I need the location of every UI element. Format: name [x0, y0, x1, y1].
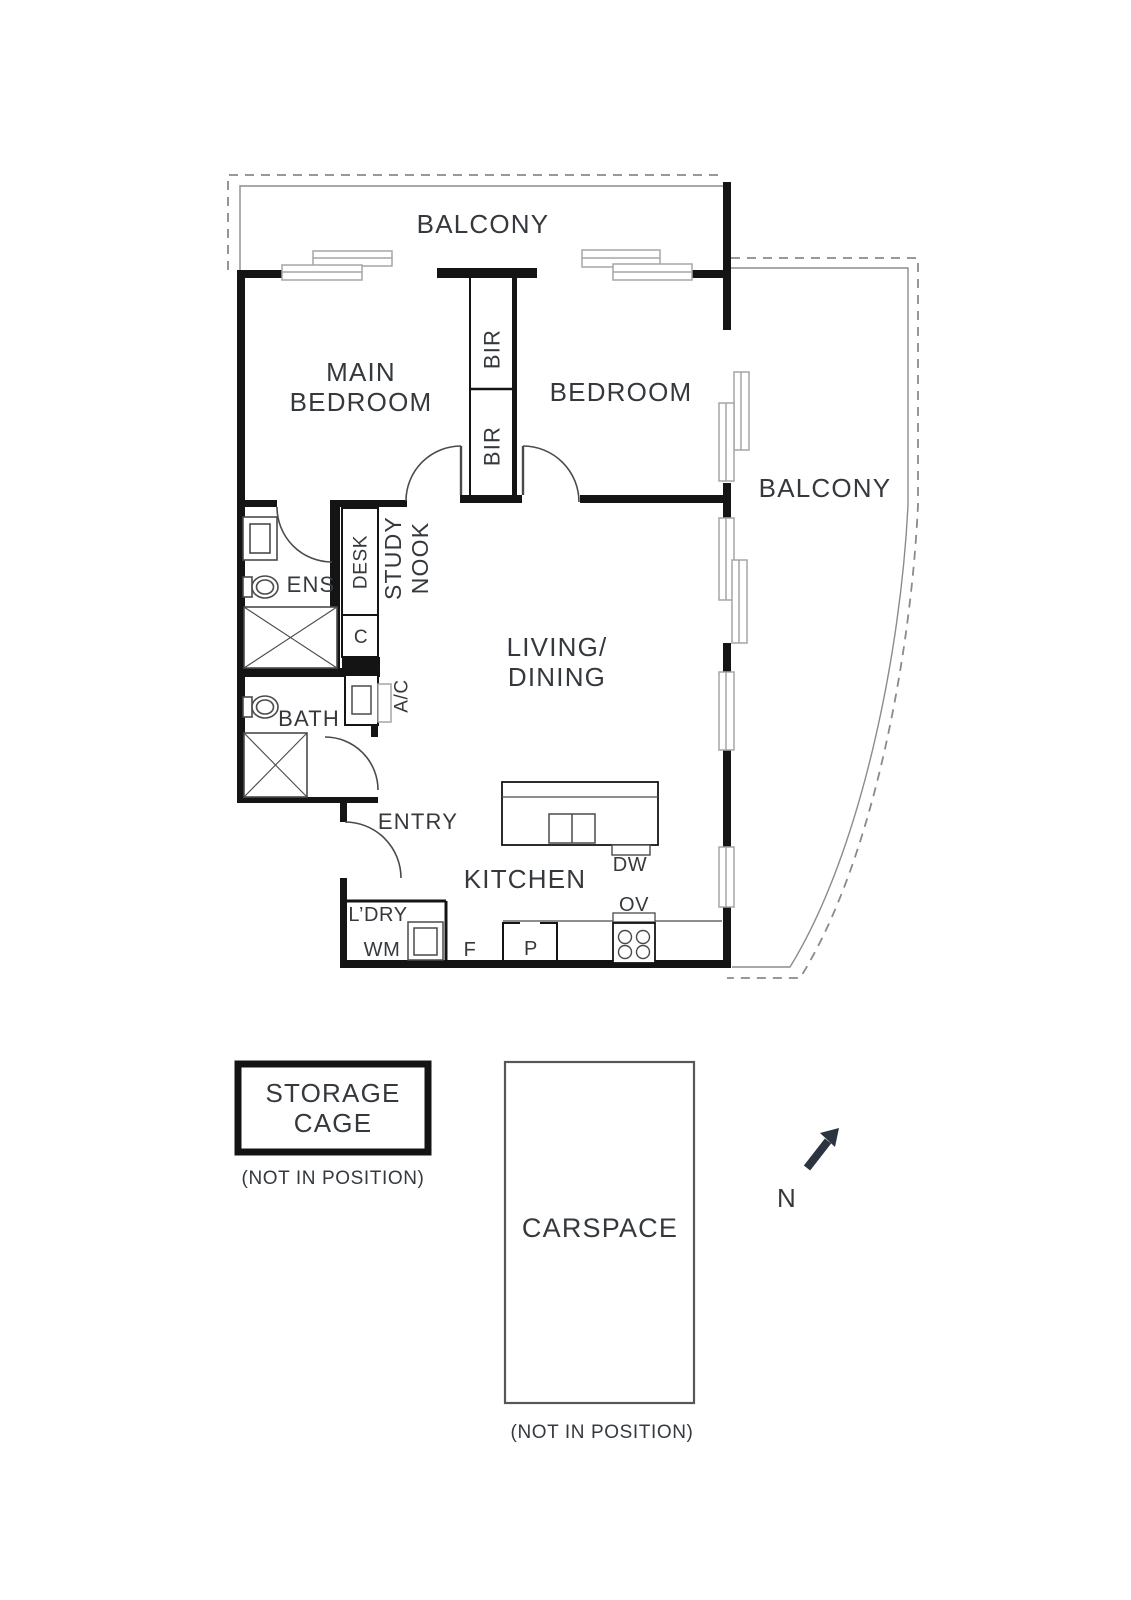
- label-balcony-top: BALCONY: [417, 209, 550, 239]
- wall-laundry-left: [340, 878, 347, 968]
- sliding-door-top-left: [281, 250, 393, 281]
- wall-stub-below-ac: [371, 724, 378, 737]
- wall-ens-bath-divider: [237, 668, 380, 677]
- dishwasher-box: [611, 844, 651, 856]
- sliding-door-top-right: [581, 249, 693, 281]
- label-desk: DESK: [351, 535, 372, 589]
- label-study: STUDY: [380, 516, 406, 600]
- doors: [276, 445, 580, 879]
- kitchen-fixtures: [501, 781, 722, 966]
- entry-door: [344, 821, 402, 879]
- cooktop: [612, 922, 656, 964]
- ac-unit: [344, 674, 392, 726]
- desk: [341, 507, 379, 616]
- cupboard-box: [341, 614, 379, 658]
- right-balcony-dashed-edge: [727, 257, 919, 979]
- label-storage-note: (NOT IN POSITION): [242, 1168, 425, 1189]
- label-ens: ENS: [287, 572, 336, 597]
- ens-shower: [243, 606, 338, 669]
- label-storage-1: STORAGE: [265, 1078, 400, 1108]
- bathroom-fixtures: [242, 695, 308, 798]
- island-bench: [501, 781, 659, 856]
- bedroom-door: [521, 445, 580, 503]
- wall-bedroom-living: [580, 495, 731, 503]
- bath-toilet: [242, 695, 279, 719]
- bir-bottom-label: BIR: [480, 426, 505, 466]
- wall-top-right: [692, 270, 723, 278]
- carspace: CARSPACE (NOT IN POSITION): [503, 1060, 696, 1443]
- label-dishwasher: DW: [613, 854, 648, 876]
- right-balcony-boundary: [727, 257, 919, 979]
- storage-cage: STORAGE CAGE (NOT IN POSITION): [234, 1060, 432, 1189]
- right-balcony-solid-edge: [731, 267, 909, 968]
- top-balcony-dashed-edge: [227, 174, 723, 270]
- label-entry: ENTRY: [378, 809, 458, 834]
- north-arrow: N: [777, 1128, 839, 1213]
- wall-right-e: [723, 907, 731, 968]
- label-bedroom: BEDROOM: [550, 377, 693, 407]
- label-main-bedroom-2: BEDROOM: [290, 387, 433, 417]
- bir-right-wall: [512, 277, 517, 495]
- pantry-box: [502, 922, 558, 966]
- label-fridge: F: [464, 939, 477, 961]
- label-carspace-note: (NOT IN POSITION): [511, 1422, 694, 1443]
- ens-basin: [249, 523, 271, 554]
- label-bath: BATH: [278, 706, 340, 731]
- wall-top-left: [237, 270, 283, 278]
- wall-balcony-right: [723, 182, 731, 277]
- wall-right-a: [723, 277, 731, 330]
- sliding-door-living-balcony: [718, 517, 748, 644]
- study-nook-fixtures: [341, 507, 392, 726]
- label-pantry: P: [524, 938, 538, 960]
- label-storage-2: CAGE: [294, 1108, 372, 1138]
- label-nook: NOOK: [407, 522, 433, 595]
- label-oven: OV: [619, 894, 649, 916]
- label-kitchen: KITCHEN: [464, 864, 587, 894]
- wall-fill-below-cupboard: [342, 657, 380, 670]
- storage-cage-box: [234, 1060, 432, 1156]
- label-north: N: [777, 1183, 797, 1213]
- room-labels: BALCONY MAIN BEDROOM BEDROOM BALCONY ENS…: [278, 209, 892, 961]
- washing-machine-box: [407, 921, 444, 961]
- bath-shower: [243, 732, 308, 798]
- wall-left: [237, 270, 245, 803]
- bir-top-label: BIR: [480, 329, 505, 369]
- wall-bath-bottom: [237, 797, 378, 803]
- wall-top-center: [437, 268, 537, 278]
- label-living-2: DINING: [508, 662, 606, 692]
- wall-right-c: [723, 643, 731, 672]
- wall-nook-top: [330, 500, 407, 507]
- top-balcony-solid-edge: [239, 185, 723, 270]
- label-cupboard: C: [354, 627, 368, 648]
- ens-toilet: [242, 575, 279, 599]
- label-laundry: L’DRY: [348, 904, 407, 926]
- wall-ens-top: [237, 500, 277, 507]
- window-living-lower: [718, 846, 735, 908]
- label-carspace: CARSPACE: [522, 1213, 678, 1243]
- top-balcony-boundary: [227, 174, 723, 270]
- oven-box: [612, 912, 656, 923]
- bath-door: [324, 736, 379, 791]
- wall-entry-stub: [340, 803, 347, 822]
- ensuite-door: [276, 506, 333, 563]
- label-living-1: LIVING/: [507, 632, 608, 662]
- main-bedroom-door: [405, 445, 463, 502]
- label-balcony-right: BALCONY: [759, 473, 892, 503]
- wall-under-bir: [460, 495, 522, 503]
- north-arrow-shaft: [803, 1138, 832, 1171]
- sliding-door-bedroom-balcony: [718, 371, 750, 482]
- north-arrow-head: [820, 1128, 839, 1147]
- windows: [281, 249, 750, 908]
- carspace-box: [503, 1060, 696, 1405]
- wall-ens-right: [330, 500, 340, 677]
- ensuite-fixtures: [242, 516, 338, 669]
- laundry-fixtures: [347, 899, 448, 961]
- label-ac: A/C: [392, 679, 413, 712]
- wall-right-d: [723, 750, 731, 847]
- window-living-upper: [718, 671, 735, 751]
- label-washing-machine: WM: [364, 939, 401, 961]
- bir-column: BIR BIR: [469, 277, 517, 495]
- label-main-bedroom-1: MAIN: [326, 357, 396, 387]
